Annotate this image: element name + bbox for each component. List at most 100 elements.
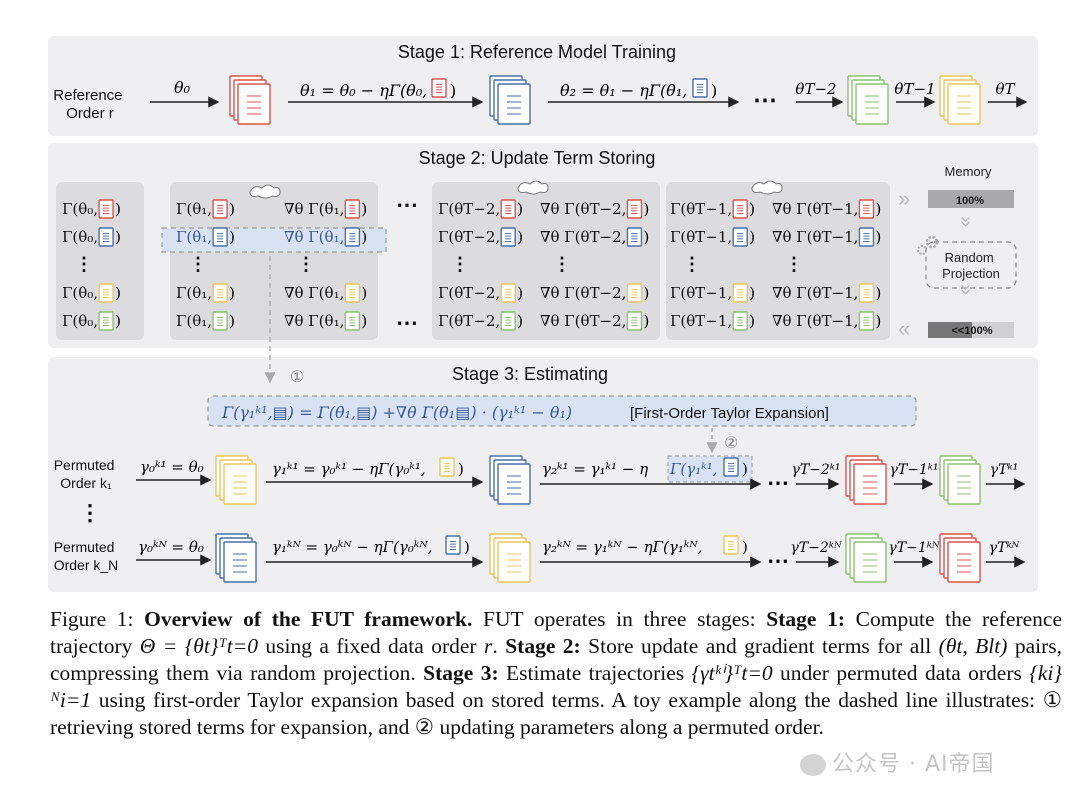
doc-mini-red [500, 199, 516, 219]
close-paren: ) [742, 460, 748, 478]
watermark-text: 公众号 · AI帝国 [832, 752, 995, 777]
close-paren: ) [361, 228, 367, 246]
taylor-box [207, 395, 917, 427]
memory-label: Memory [945, 164, 992, 179]
close-paren: ) [749, 228, 755, 246]
close-paren: ) [361, 200, 367, 218]
store-box-0 [56, 182, 144, 340]
gamma-term: ∇θ Γ(θT−2, [540, 284, 626, 302]
doc-mini-blue [500, 227, 516, 247]
doc-mini-red [732, 199, 748, 219]
gamma-term: ∇θ Γ(θT−1, [772, 228, 858, 246]
close-paren: ) [517, 228, 523, 246]
vdots: ⋮ [785, 254, 803, 274]
row1-update2b: Γ(γ₁ᵏ¹, [669, 460, 718, 478]
step2-marker: ② [724, 435, 738, 452]
gamma-term: ∇θ Γ(θ₁, [284, 228, 344, 246]
doc-stack-blue-r1 [489, 455, 531, 505]
doc-mini-green [732, 311, 748, 331]
gamma-term: Γ(θT−2, [438, 200, 500, 218]
fut-framework-diagram: Stage 1: Reference Model Training Refere… [48, 36, 1038, 592]
caption-text: Compute the reference trajectory [50, 607, 1062, 658]
memory-full-bar [928, 190, 1014, 208]
gamma-term: Γ(θ₁, [176, 312, 212, 330]
gamma-term: Γ(θ₁, [176, 284, 212, 302]
watermark: 公众号 · AI帝国 [800, 746, 995, 778]
gamma-term: Γ(θ₀, [62, 228, 98, 246]
row1-update1: γ₁ᵏ¹ = γ₀ᵏ¹ − ηΓ(γ₀ᵏ¹, [272, 460, 426, 478]
close-paren: ) [875, 312, 881, 330]
doc-mini-blue [445, 535, 461, 555]
doc-mini-blue [692, 78, 708, 98]
row2-update2: γ₂ᵏᴺ = γ₁ᵏᴺ − ηΓ(γ₁ᵏᴺ, [542, 538, 702, 556]
doc-mini-red [212, 199, 228, 219]
vdots: ⋮ [75, 254, 93, 274]
doc-mini-green [212, 311, 228, 331]
doc-stack-green-r1 [939, 455, 981, 505]
caption-text: Figure 1: [50, 607, 145, 631]
close-paren: ) [450, 81, 456, 100]
caption-bold: Overview of the FUT framework. [144, 607, 473, 631]
cloud-icon-3 [751, 180, 783, 195]
gamma-term: ∇θ Γ(θT−1, [772, 312, 858, 330]
doc-stack-yellow-r1 [215, 455, 257, 505]
doc-mini-yellow [723, 535, 739, 555]
doc-mini-yellow [858, 283, 875, 303]
doc-mini-yellow [626, 283, 643, 303]
row1-start: γ₀ᵏ¹ = θ₀ [140, 458, 204, 476]
update1-label: θ₁ = θ₀ − ηΓ(θ₀, [300, 81, 427, 100]
stage1-title: Stage 1: Reference Model Training [398, 42, 676, 62]
gamma-term: ∇θ Γ(θT−1, [772, 284, 858, 302]
close-paren: ) [517, 312, 523, 330]
caption-math: Θ = {θt}ᵀt=0 [139, 634, 258, 658]
gamma-term: ∇θ Γ(θT−2, [540, 312, 626, 330]
close-paren: ) [517, 284, 523, 302]
close-paren: ) [115, 312, 121, 330]
caption-text: under permuted data orders [772, 661, 1030, 685]
caption-text: pairs, compressing them via random proje… [50, 634, 1063, 685]
gamma-term: ∇θ Γ(θT−2, [540, 200, 626, 218]
close-paren: ) [742, 538, 748, 556]
thetaT-label: θT [995, 80, 1015, 98]
ellipsis-s2-bottom: ⋯ [396, 310, 418, 335]
doc-mini-green [626, 311, 643, 331]
close-paren: ) [749, 312, 755, 330]
doc-mini-red [98, 199, 114, 219]
doc-mini-blue [732, 227, 748, 247]
figure-caption: Figure 1: Overview of the FUT framework.… [50, 606, 1062, 741]
caption-math: (θt, Blt) [938, 634, 1008, 658]
doc-stack-blue-r2 [215, 533, 257, 583]
step1-marker: ① [290, 369, 304, 386]
gear-icon [917, 235, 939, 255]
doc-mini-yellow [500, 283, 516, 303]
vdots: ⋮ [683, 254, 701, 274]
close-paren: ) [115, 228, 121, 246]
close-paren: ) [229, 228, 235, 246]
caption-text: Store update and gradient terms for all [580, 634, 939, 658]
caption-math: {γtᵏⁱ}ᵀt=0 [691, 661, 773, 685]
doc-stack-green-r2 [845, 533, 887, 583]
reference-order-label: Reference Order r [53, 87, 126, 122]
update2-label: θ₂ = θ₁ − ηΓ(θ₁, [560, 81, 687, 100]
row1-t2: γT−2ᵏ¹ [791, 462, 840, 478]
caption-text: using first-order Taylor expansion based… [50, 688, 1062, 739]
gamma-term: Γ(θT−2, [438, 228, 500, 246]
doc-stack-blue-s1 [489, 75, 531, 125]
memory-reduced-label: <<100% [952, 325, 993, 337]
close-paren: ) [229, 284, 235, 302]
close-paren: ) [115, 284, 121, 302]
gamma-term: Γ(θ₀, [62, 284, 98, 302]
chevron-right-icon: » [898, 186, 910, 211]
ellipsis-r2: ⋯ [767, 548, 789, 573]
doc-mini-red [626, 199, 643, 219]
doc-mini-yellow [439, 457, 455, 477]
close-paren: ) [875, 200, 881, 218]
doc-mini-yellow [732, 283, 748, 303]
wechat-icon [800, 754, 826, 776]
random-projection-label: Random Projection [942, 250, 1000, 281]
gamma-term: Γ(θT−1, [670, 200, 732, 218]
gamma-term: Γ(θ₁, [176, 228, 212, 246]
gamma-term: Γ(θT−2, [438, 284, 500, 302]
chevron-down-icon: » [955, 284, 977, 295]
caption-math: {ki}ᴺi=1 [50, 661, 1062, 712]
